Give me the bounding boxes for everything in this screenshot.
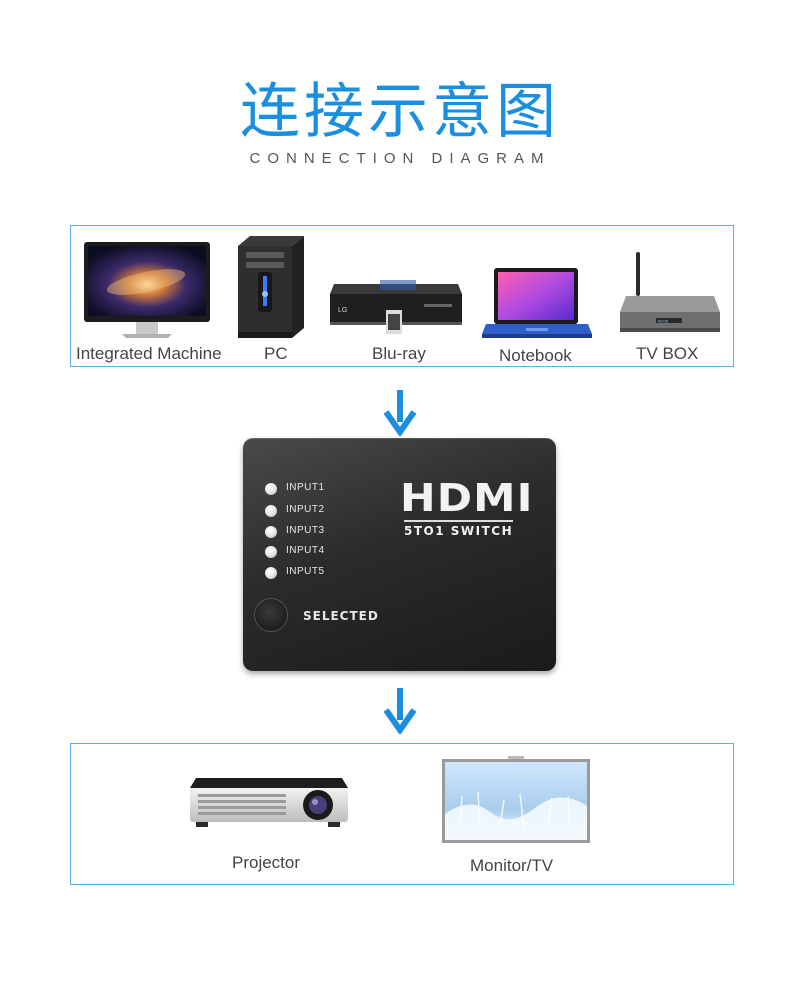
device-integrated-machine [84, 238, 214, 348]
source-label-integrated-machine: Integrated Machine [76, 344, 222, 363]
laptop-icon [482, 268, 592, 338]
hdmi-logo: HDMI [400, 476, 534, 520]
led-icon [265, 505, 277, 517]
device-monitor-tv [440, 756, 592, 846]
page-subtitle: CONNECTION DIAGRAM [249, 150, 551, 167]
output-devices-panel [70, 743, 734, 885]
bluray-player-icon: LG [330, 280, 462, 334]
tv-box-icon: 00:00 [620, 252, 720, 332]
led-icon [265, 526, 277, 538]
source-label-notebook: Notebook [499, 346, 572, 365]
source-label-bluray: Blu-ray [372, 344, 426, 363]
input-label: INPUT5 [286, 566, 325, 577]
all-in-one-computer-icon [84, 242, 210, 338]
output-label-monitor-tv: Monitor/TV [470, 856, 554, 875]
arrow-down-icon [384, 390, 416, 436]
device-bluray: LG [328, 278, 464, 342]
monitor-tv-icon [442, 756, 590, 843]
page-title: 连接示意图 [240, 77, 560, 147]
device-projector [188, 774, 350, 830]
desktop-tower-icon [238, 236, 304, 338]
led-icon [265, 567, 277, 579]
device-pc [236, 236, 306, 340]
switch-model-label: 5TO1 SWITCH [404, 520, 514, 538]
led-icon [265, 483, 277, 495]
arrow-down-icon [384, 688, 416, 734]
source-label-pc: PC [264, 344, 288, 363]
device-notebook [480, 266, 594, 342]
device-tv-box: 00:00 [618, 250, 722, 340]
input-label: INPUT2 [286, 504, 325, 515]
selected-button[interactable] [255, 599, 287, 631]
input-label: INPUT4 [286, 545, 325, 556]
svg-text:LG: LG [338, 307, 347, 314]
input-label: INPUT3 [286, 525, 325, 536]
hdmi-switch-device: INPUT1 INPUT2 INPUT3 INPUT4 INPUT5 HDMI … [243, 438, 556, 671]
projector-icon [190, 778, 348, 827]
selected-button-label: SELECTED [303, 609, 379, 623]
output-label-projector: Projector [232, 853, 301, 872]
input-label: INPUT1 [286, 482, 325, 493]
svg-text:00:00: 00:00 [658, 319, 669, 324]
led-icon [265, 546, 277, 558]
source-label-tv-box: TV BOX [636, 344, 699, 363]
